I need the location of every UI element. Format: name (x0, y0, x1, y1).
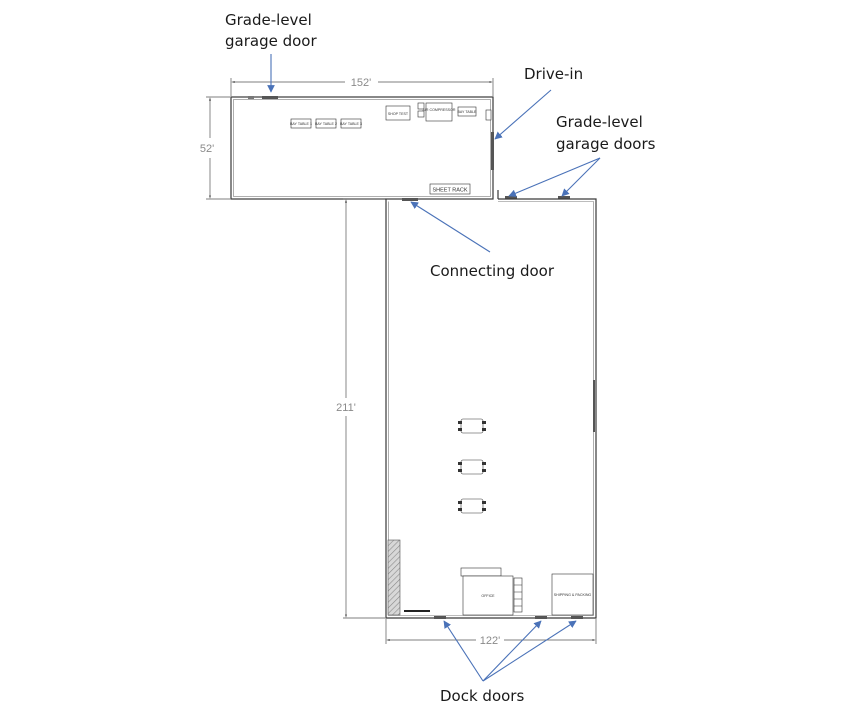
compressor-label: AIR COMPRESSOR (423, 108, 456, 112)
dimension-top-width: 152' (351, 77, 371, 89)
vehicle-3 (458, 498, 486, 514)
callout-dock-doors: Dock doors (440, 687, 524, 705)
grade-level-door-2 (558, 196, 570, 199)
arrow-dock-door-3 (482, 620, 577, 682)
arrow-dock-door-1 (443, 620, 484, 682)
dimension-main-width: 122' (480, 635, 500, 647)
dock-door-2 (535, 616, 547, 619)
callout-grade-level-top-line1: Grade-level (225, 11, 312, 29)
callout-grade-level-right-line1: Grade-level (556, 113, 643, 131)
dimension-lines: 152' 52' 211' 122' (200, 77, 597, 647)
office-room (462, 575, 514, 616)
machine-1 (290, 118, 312, 129)
machine-3 (340, 118, 362, 129)
arrow-dock-door-2 (482, 620, 542, 682)
bay-table-label: BAY TABLE (458, 110, 478, 114)
shipping-packing-room (551, 573, 594, 616)
shipping-label: SHIPPING & PACKING (554, 593, 592, 597)
arrow-connecting-door (410, 201, 491, 253)
small-door-top (248, 96, 254, 99)
stairs (513, 577, 523, 613)
bay-table-box (457, 106, 477, 117)
vehicle-2 (458, 459, 486, 475)
main-building: OFFICE SHIPPING & PACKING (385, 190, 597, 619)
callout-grade-level-top-line2: garage door (225, 32, 317, 50)
sheet-rack-label: SHEET RACK (432, 188, 467, 194)
sheet-rack (429, 183, 471, 195)
office-label: OFFICE (481, 594, 495, 598)
shop-test-label: SHOP TEST (388, 112, 409, 116)
arrow-drive-in (494, 89, 552, 140)
machine-3-label: BAY TABLE 3 (340, 122, 362, 126)
grade-level-door-1 (505, 196, 517, 199)
upper-building: BAY TABLE 1 BAY TABLE 2 BAY TABLE 3 SHOP… (230, 96, 494, 201)
machine-1-label: BAY TABLE 1 (290, 122, 312, 126)
callout-connecting-door: Connecting door (430, 262, 555, 280)
connecting-door (402, 198, 418, 201)
callouts: Grade-level garage door Drive-in Grade-l… (225, 11, 656, 705)
machine-2 (315, 118, 337, 129)
dock-door-3 (571, 616, 583, 619)
compressor-box (425, 102, 453, 122)
drive-in-door (491, 132, 494, 170)
callout-grade-level-right-line2: garage doors (556, 135, 656, 153)
shop-test-box (385, 105, 411, 121)
callout-drive-in: Drive-in (524, 65, 583, 83)
machine-2-label: BAY TABLE 2 (315, 122, 337, 126)
grade-level-door-top (262, 96, 278, 99)
vehicle-1 (458, 418, 486, 434)
arrow-grade-level-door-2 (561, 157, 601, 197)
arrow-grade-level-door-1 (508, 157, 601, 197)
dock-door-1 (434, 616, 446, 619)
dimension-top-height: 52' (200, 143, 214, 155)
dimension-main-height: 211' (336, 402, 356, 414)
hatched-storage-rack (387, 539, 401, 616)
